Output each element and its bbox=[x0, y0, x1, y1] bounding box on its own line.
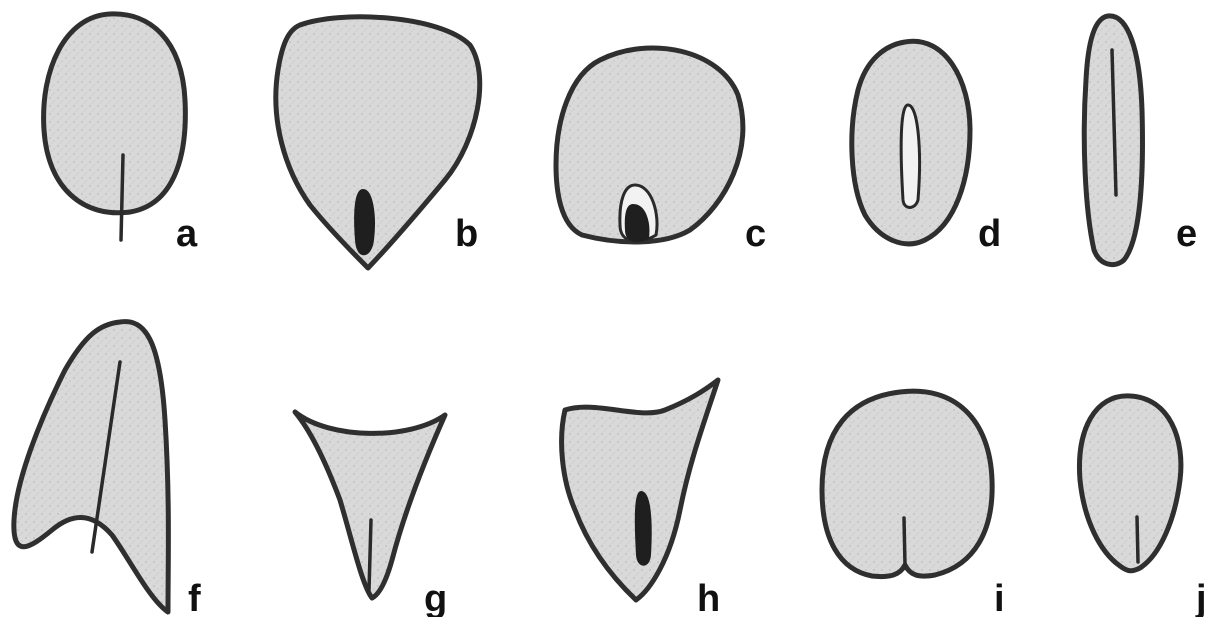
label-b: b bbox=[455, 213, 478, 255]
label-i: i bbox=[994, 578, 1005, 617]
label-g: g bbox=[424, 578, 447, 617]
label-e: e bbox=[1176, 213, 1197, 255]
shape-i bbox=[822, 391, 992, 576]
label-h: h bbox=[697, 578, 720, 617]
shape-e bbox=[1084, 16, 1142, 265]
shape-a bbox=[44, 14, 186, 240]
shape-f bbox=[14, 322, 169, 612]
shape-h bbox=[562, 380, 718, 600]
label-c: c bbox=[745, 213, 766, 255]
shape-b bbox=[276, 17, 480, 268]
shape-d bbox=[852, 41, 970, 244]
label-j: j bbox=[1195, 578, 1207, 617]
label-d: d bbox=[978, 213, 1001, 255]
label-f: f bbox=[188, 578, 201, 617]
shape-c bbox=[556, 48, 743, 242]
shape-j bbox=[1079, 396, 1180, 571]
label-a: a bbox=[176, 213, 198, 255]
shape-g bbox=[295, 412, 445, 598]
